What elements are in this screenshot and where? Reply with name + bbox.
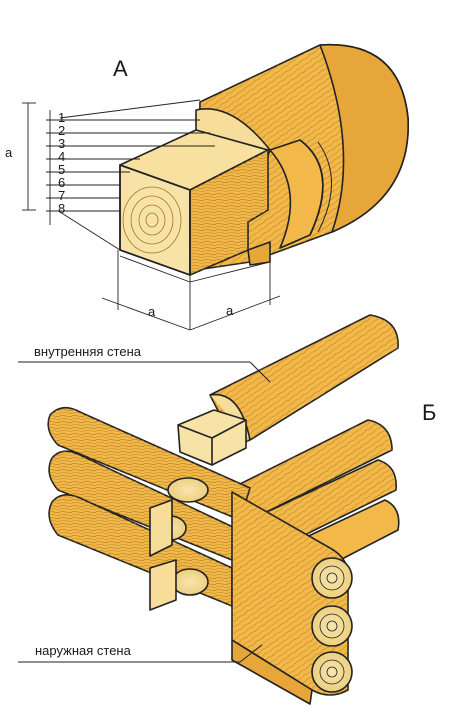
part-a-drawing: [119, 43, 409, 276]
round-log-end: [319, 43, 409, 233]
leader-lines: [18, 361, 271, 663]
log-ends: [311, 557, 353, 693]
part-b-drawing: [47, 314, 400, 705]
label-dimension-bottom-right: а: [226, 303, 234, 318]
outer-wall-log-bottom: [231, 639, 313, 705]
layer-number-6: 6: [58, 175, 66, 190]
layer-number-2: 2: [58, 123, 66, 138]
layer-number-7: 7: [58, 188, 66, 203]
dimension-lines-a: [22, 99, 281, 331]
label-part-b: Б: [422, 400, 437, 425]
label-dimension-vertical: а: [5, 145, 13, 160]
layer-number-5: 5: [58, 162, 66, 177]
label-inner-wall: внутренняя стена: [34, 344, 141, 359]
layer-number-3: 3: [58, 136, 66, 151]
label-dimension-bottom-left: а: [148, 304, 156, 319]
layer-number-1: 1: [58, 110, 66, 125]
layer-number-4: 4: [58, 149, 66, 164]
label-outer-wall: наружная стена: [35, 643, 131, 658]
label-part-a: А: [113, 56, 128, 81]
layer-number-8: 8: [58, 201, 66, 216]
